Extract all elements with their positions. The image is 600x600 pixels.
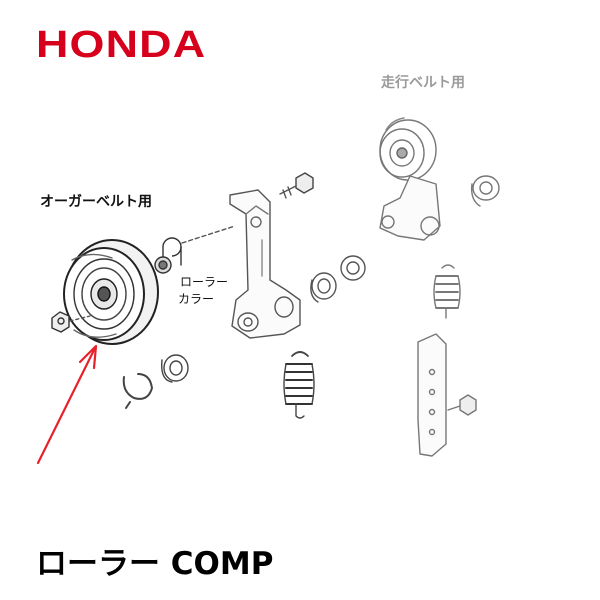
bracket-icon — [229, 189, 301, 339]
roller-collar-label-line2: カラー — [178, 292, 215, 306]
plate-bracket-icon — [417, 333, 447, 457]
tension-arm-icon — [379, 175, 441, 241]
tension-pulley-icon — [379, 117, 437, 181]
honda-logo: HONDA — [36, 24, 207, 66]
drive-belt-label: 走行ベルト用 — [381, 75, 465, 91]
spring-right-icon — [433, 264, 461, 319]
bushing-icon — [161, 354, 189, 383]
pulley-roller-icon — [63, 239, 159, 345]
bolt-icon — [279, 172, 314, 199]
nut-icon — [51, 311, 70, 333]
clip-icon — [122, 373, 153, 409]
bolt-right-icon — [447, 394, 477, 416]
product-title: ローラー COMP — [36, 546, 274, 582]
roller-collar-label-line1: ローラー — [180, 275, 229, 289]
spring-icon — [283, 351, 315, 419]
collar-pair-icon — [310, 255, 366, 303]
bushing-right-icon — [470, 175, 500, 207]
collar-icon — [154, 237, 182, 274]
auger-belt-label: オーガーベルト用 — [40, 194, 152, 210]
pointer-arrow-icon — [36, 344, 98, 465]
